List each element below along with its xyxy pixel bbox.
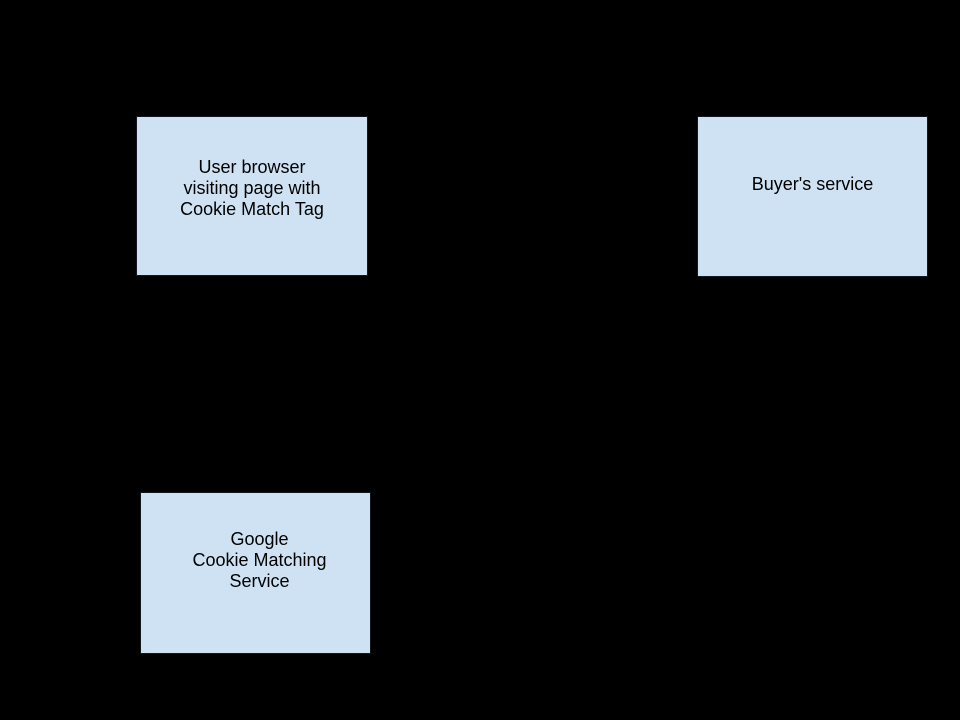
node-buyers-service: Buyer's service [697, 116, 928, 277]
node-google-cookie-matching-service: Google Cookie Matching Service [140, 492, 371, 654]
node-buyers-service-label: Buyer's service [751, 174, 874, 194]
node-user-browser-label: User browser visiting page with Cookie M… [180, 156, 324, 219]
node-user-browser: User browser visiting page with Cookie M… [136, 116, 368, 276]
node-google-cookie-matching-service-label: Google Cookie Matching Service [192, 528, 327, 591]
